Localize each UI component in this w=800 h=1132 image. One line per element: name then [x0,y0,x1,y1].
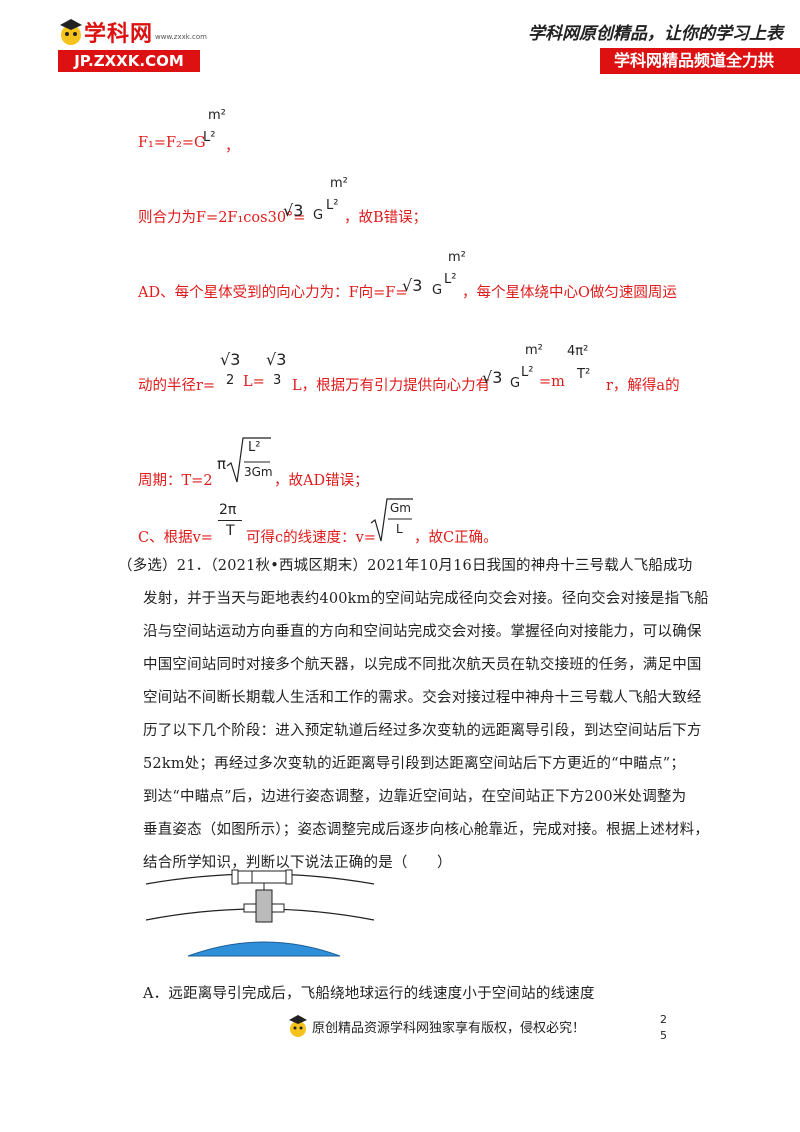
formula-l5-tail: ，故AD错误； [274,473,369,489]
space-station-icon [231,869,293,885]
formula-l4-b: L= [243,374,265,390]
formula-l3-num: m² [448,250,466,265]
question-line-4: 中国空间站同时对接多个航天器，以完成不同批次航天员在轨交接班的任务，满足中国 [143,657,702,673]
formula-l4-f4-num: 4π² [567,344,589,359]
formula-l4-g: G [510,376,521,391]
mascot-icon [60,19,82,45]
formula-l6-num: 2π [219,502,237,518]
formula-l6-den2: L [396,522,403,536]
logo-subtext: www.zxxk.com [155,33,207,41]
formula-l4-f3-num: m² [525,343,543,358]
formula-l5-radical [226,437,271,483]
formula-l2-num: m² [330,176,348,191]
formula-l2-g: G [313,208,324,223]
formula-l6-radical [370,498,413,542]
formula-l4-d: r，解得a的 [606,378,680,394]
formula-l6-num2: Gm [390,501,411,515]
formula-l5-num: L² [248,440,261,455]
formula-l3-den: L² [444,272,457,287]
formula-l4-a: 动的半径r= [138,378,216,394]
page-number-bottom: 5 [660,1029,667,1042]
question-line-7: 52km处；再经过多次变轨的近距离导引段到达距离空间站后下方更近的“中瞄点”； [143,756,686,772]
formula-l3-g: G [432,283,443,298]
earth-surface [187,941,341,957]
formula-l1: F₁=F₂=G [138,135,206,151]
formula-l6: C、根据v= [138,530,213,546]
logo-url-bar: JP.ZXXK.COM [58,50,200,72]
formula-l4-c: L，根据万有引力提供向心力有 [292,378,491,394]
formula-l5-den: 3Gm [244,465,273,479]
formula-l4-f4-den: T² [577,367,591,382]
formula-l3-sqrt: √3 [402,276,423,295]
question-line-6: 历了以下几个阶段：进入预定轨道后经过多次变轨的远距离导引段，到达空间站后下方 [143,723,702,739]
formula-l2-den: L² [326,198,339,213]
formula-l4-f1-num: √3 [220,350,241,369]
logo: 学科网 www.zxxk.com [58,16,207,48]
formula-l1-den: L² [203,130,216,145]
formula-l5: 周期：T=2 [138,473,213,489]
formula-l2: 则合力为F=2F₁cos30°= [138,210,306,226]
header-slogan-bar: 学科网精品频道全力拱 [600,48,800,74]
footer: 原创精品资源学科网独家享有版权，侵权必究！ [288,1014,585,1038]
option-a: A．远距离导引完成后，飞船绕地球运行的线速度小于空间站的线速度 [143,986,595,1002]
formula-l6-bar [218,520,242,521]
question-line-5: 空间站不间断长期载人生活和工作的需求。交会对接过程中神舟十三号载人飞船大致经 [143,690,702,706]
page-number-top: 2 [660,1013,667,1026]
question-line-1: （多选）21．（2021秋•西城区期末）2021年10月16日我国的神舟十三号载… [118,558,693,574]
formula-l6-mid: 可得c的线速度：v= [246,530,376,546]
question-line-10: 结合所学知识，判断以下说法正确的是（ ） [143,855,452,871]
formula-l4-f1-den: 2 [226,373,235,388]
logo-text: 学科网 [84,22,154,47]
question-line-8: 到达“中瞄点”后，边进行姿态调整，边靠近空间站，在空间站正下方200米处调整为 [143,789,687,805]
formula-l2-sqrt: √3 [283,201,304,220]
formula-l4-f2-num: √3 [266,350,287,369]
formula-l4-eq: =m [539,374,565,390]
formula-l3: AD、每个星体受到的向心力为：F向=F= [138,285,408,301]
page-number: 2 5 [660,1012,667,1044]
formula-l1-tail: ， [225,139,240,155]
question-line-2: 发射，并于当天与距地表约400km的空间站完成径向交会对接。径向交会对接是指飞船 [143,591,709,607]
formula-l2-tail: ，故B错误； [344,210,428,226]
formula-l1-num: m² [208,108,226,123]
formula-l6-den: T [226,523,235,539]
formula-l6-tail: ，故C正确。 [414,530,498,546]
mascot-icon [289,1015,307,1037]
formula-l4-f2-den: 3 [273,373,282,388]
formula-l5-pi: π [217,455,227,473]
spacecraft-icon [243,889,285,923]
question-line-3: 沿与空间站运动方向垂直的方向和空间站完成交会对接。掌握径向对接能力，可以确保 [143,624,702,640]
docking-figure [145,869,375,957]
question-line-9: 垂直姿态（如图所示）；姿态调整完成后逐步向核心舱靠近，完成对接。根据上述材料， [143,822,710,838]
formula-l4-sqrt: √3 [482,368,503,387]
copyright-notice: 原创精品资源学科网独家享有版权，侵权必究！ [312,1020,586,1036]
formula-l3-tail: ，每个星体绕中心O做匀速圆周运 [462,285,677,301]
header-slogan: 学科网原创精品，让你的学习上表 [528,24,783,44]
formula-l4-f3-den: L² [521,365,534,380]
